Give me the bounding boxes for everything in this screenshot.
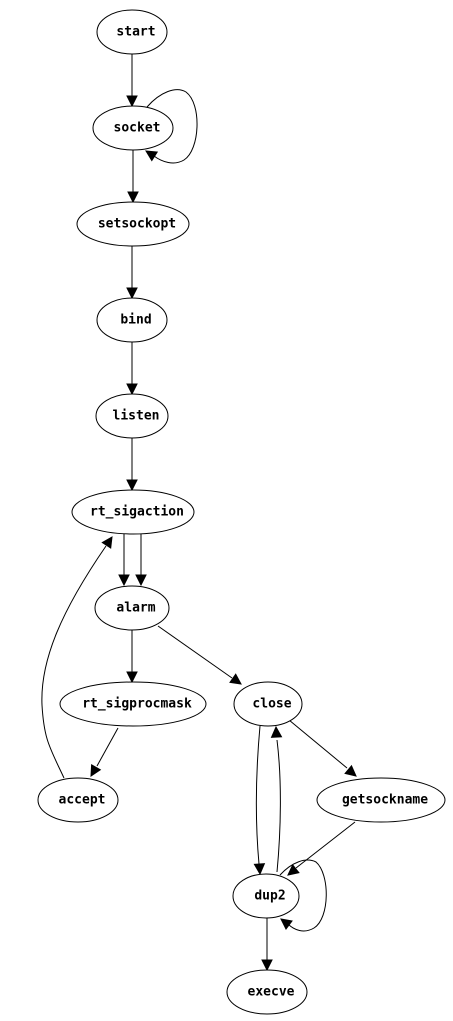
- node-start: start: [96, 9, 168, 55]
- node-label: close: [252, 697, 291, 712]
- node-label: bind: [120, 313, 151, 328]
- node-listen: listen: [95, 393, 169, 439]
- node-label: getsockname: [342, 793, 428, 808]
- node-getsockname: getsockname: [316, 777, 446, 823]
- edge-bind-to-listen: [126, 342, 138, 396]
- arrowhead-icon: [287, 863, 300, 876]
- node-shape: [95, 393, 169, 439]
- node-close: close: [233, 681, 303, 727]
- node-shape: [96, 9, 168, 55]
- arrowhead-icon: [126, 383, 138, 396]
- node-shape: [96, 297, 168, 343]
- node-label: rt_sigaction: [90, 505, 184, 520]
- arrowhead-icon: [118, 574, 130, 587]
- edge-line: [146, 89, 198, 164]
- edge-rt_sigaction-to-alarm: [118, 534, 130, 587]
- arrowhead-icon: [145, 150, 159, 162]
- arrowhead-icon: [253, 863, 266, 876]
- node-accept: accept: [37, 777, 119, 823]
- node-shape: [37, 777, 119, 823]
- edge-close-to-getsockname: [288, 719, 357, 777]
- edge-line: [41, 545, 107, 779]
- edges-layer: [41, 54, 357, 972]
- edge-line: [255, 725, 261, 865]
- arrowhead-icon: [126, 479, 138, 492]
- arrowhead-icon: [90, 763, 102, 777]
- edge-socket-to-setsockopt: [127, 150, 139, 204]
- node-bind: bind: [96, 297, 168, 343]
- edge-line: [96, 727, 119, 767]
- node-shape: [59, 681, 207, 727]
- node-shape: [226, 969, 308, 1015]
- node-shape: [94, 585, 170, 631]
- edge-getsockname-to-dup2: [287, 821, 356, 876]
- edge-alarm-to-rt_sigprocmask: [126, 630, 138, 684]
- edge-line: [276, 739, 281, 873]
- edge-rt_sigprocmask-to-accept: [90, 727, 119, 777]
- edge-dup2-to-execve: [261, 918, 273, 972]
- arrowhead-icon: [126, 671, 138, 684]
- edge-dup2-to-close: [270, 725, 283, 873]
- node-shape: [232, 873, 300, 919]
- arrowhead-icon: [344, 764, 357, 777]
- edge-line: [295, 821, 356, 869]
- arrowhead-icon: [101, 536, 113, 549]
- edge-line: [288, 719, 348, 769]
- node-label: setsockopt: [98, 217, 176, 232]
- arrowhead-icon: [126, 95, 138, 108]
- arrowhead-icon: [126, 287, 138, 300]
- node-label: dup2: [254, 889, 285, 904]
- node-label: socket: [114, 121, 161, 136]
- node-dup2: dup2: [232, 873, 300, 919]
- edge-socket-to-socket: [145, 89, 198, 164]
- edge-start-to-socket: [126, 54, 138, 108]
- node-rt-sigprocmask: rt_sigprocmask: [59, 681, 207, 727]
- edge-listen-to-rt_sigaction: [126, 438, 138, 492]
- nodes-layer: start socket setsockopt bind listen rt_sigact…: [37, 9, 446, 1015]
- edge-setsockopt-to-bind: [126, 246, 138, 300]
- arrowhead-icon: [261, 959, 273, 972]
- node-label: execve: [248, 985, 295, 1000]
- node-shape: [233, 681, 303, 727]
- node-shape: [76, 201, 190, 247]
- node-shape: [316, 777, 446, 823]
- arrowhead-icon: [135, 574, 147, 587]
- node-alarm: alarm: [94, 585, 170, 631]
- node-label: start: [116, 25, 155, 40]
- edge-line: [157, 625, 233, 679]
- node-shape: [71, 489, 195, 535]
- edge-accept-to-rt_sigaction: [41, 536, 113, 779]
- edge-line: [279, 859, 327, 932]
- node-label: accept: [59, 793, 106, 808]
- arrowhead-icon: [270, 725, 283, 738]
- arrowhead-icon: [280, 918, 293, 930]
- arrowhead-icon: [127, 191, 139, 204]
- arrowhead-icon: [229, 673, 242, 685]
- node-shape: [92, 105, 174, 151]
- node-label: rt_sigprocmask: [82, 697, 192, 712]
- node-socket: socket: [92, 105, 174, 151]
- node-execve: execve: [226, 969, 308, 1015]
- node-label: alarm: [116, 601, 155, 616]
- edge-close-to-dup2: [253, 725, 266, 876]
- node-rt-sigaction: rt_sigaction: [71, 489, 195, 535]
- node-setsockopt: setsockopt: [76, 201, 190, 247]
- edge-dup2-to-dup2: [279, 859, 327, 932]
- node-label: listen: [113, 409, 160, 424]
- edge-alarm-to-close: [157, 625, 242, 685]
- edge-rt_sigaction-to-alarm: [135, 534, 147, 587]
